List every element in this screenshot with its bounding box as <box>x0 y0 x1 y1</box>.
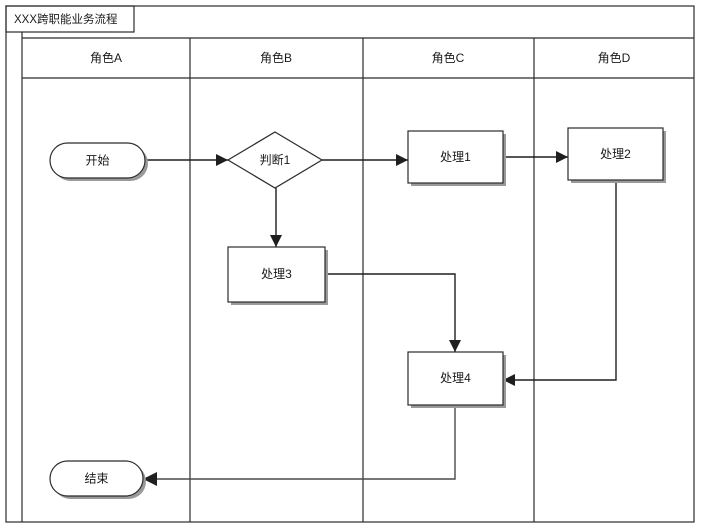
diagram-outer-frame <box>5 5 695 523</box>
edge-start-to-decision1 <box>145 154 228 166</box>
node-process1-label: 处理1 <box>440 150 471 164</box>
lane-header-d: 角色D <box>598 51 631 65</box>
edge-process1-to-process2 <box>503 151 568 163</box>
node-process4[interactable]: 处理4 <box>407 351 506 408</box>
diagram-title-bar <box>5 5 135 33</box>
node-process2-label: 处理2 <box>600 147 631 161</box>
node-process1[interactable]: 处理1 <box>407 130 506 186</box>
diagram-title: XXX跨职能业务流程 <box>14 12 118 26</box>
edge-decision1-to-process1 <box>322 154 408 166</box>
edge-process4-to-end <box>143 405 456 486</box>
edge-process3-to-process4 <box>325 273 461 352</box>
node-decision1-label: 判断1 <box>260 152 291 167</box>
node-start[interactable]: 开始 <box>49 142 148 181</box>
lane-header-b: 角色B <box>260 51 292 65</box>
node-process3-label: 处理3 <box>261 267 292 281</box>
lane-header-c: 角色C <box>432 51 465 65</box>
node-decision1[interactable]: 判断1 <box>226 131 324 189</box>
edge-process2-to-process4 <box>503 180 617 386</box>
edge-decision1-to-process3 <box>270 188 282 247</box>
node-start-label: 开始 <box>85 154 109 168</box>
node-end[interactable]: 结束 <box>49 460 146 499</box>
node-process3[interactable]: 处理3 <box>227 246 328 305</box>
node-process2[interactable]: 处理2 <box>567 127 666 183</box>
node-end-label: 结束 <box>84 472 108 486</box>
node-process4-label: 处理4 <box>440 371 471 385</box>
lane-header-a: 角色A <box>90 51 122 65</box>
